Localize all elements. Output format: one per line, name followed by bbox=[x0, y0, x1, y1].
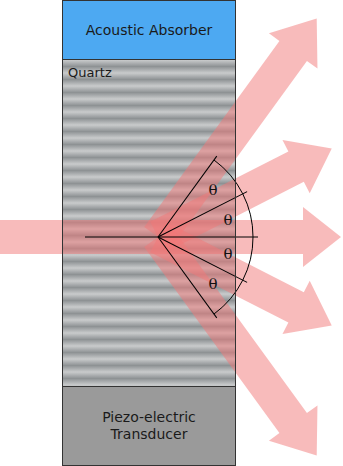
angle-construction bbox=[85, 156, 258, 318]
block-label: Piezo-electric Transducer bbox=[71, 409, 227, 443]
block-label: Acoustic Absorber bbox=[86, 22, 213, 39]
angle-label: θ bbox=[223, 211, 232, 229]
block-label: Quartz bbox=[68, 65, 112, 81]
angle-label: θ bbox=[223, 245, 232, 263]
transducer-block: Piezo-electric Transducer bbox=[62, 386, 236, 466]
angle-label: θ bbox=[208, 181, 217, 199]
crystal-outline bbox=[63, 1, 236, 466]
absorber-block: Acoustic Absorber bbox=[62, 0, 236, 60]
quartz-crystal: Quartz bbox=[62, 60, 236, 386]
angle-label: θ bbox=[208, 275, 217, 293]
